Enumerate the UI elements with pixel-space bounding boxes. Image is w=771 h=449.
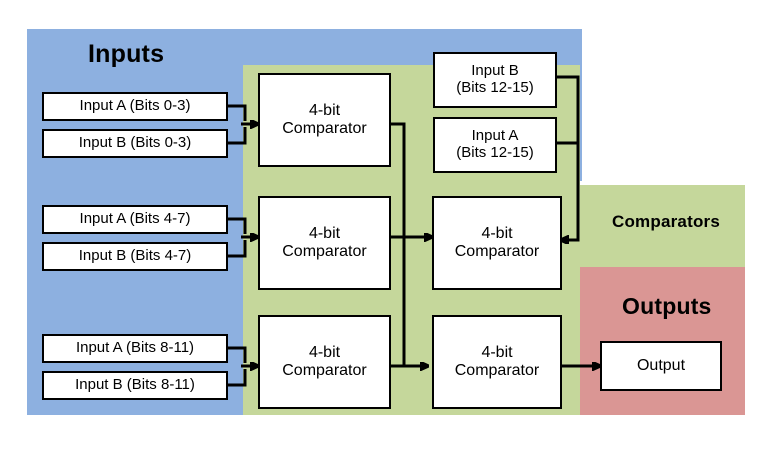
output-box[interactable]: Output bbox=[600, 341, 722, 391]
comparator-box-2[interactable]: 4-bit Comparator bbox=[258, 196, 391, 290]
region-label-comparators: Comparators bbox=[612, 212, 721, 231]
comparator-label-line1: 4-bit bbox=[308, 344, 341, 362]
comparator-box-1[interactable]: 4-bit Comparator bbox=[258, 73, 391, 167]
comparator-label-line1: 4-bit bbox=[308, 102, 341, 120]
region-comparators-label-panel bbox=[580, 185, 745, 267]
comparator-label-line1: 4-bit bbox=[481, 225, 513, 243]
input-box-b-8-11[interactable]: Input B (Bits 8-11) bbox=[42, 371, 228, 400]
input-box-a-4-7[interactable]: Input A (Bits 4-7) bbox=[42, 205, 228, 234]
region-label-inputs: Inputs bbox=[88, 40, 165, 68]
input-box-a-8-11[interactable]: Input A (Bits 8-11) bbox=[42, 334, 228, 363]
comparator-box-3[interactable]: 4-bit Comparator bbox=[258, 315, 391, 409]
input-box-a-0-3[interactable]: Input A (Bits 0-3) bbox=[42, 92, 228, 121]
region-label-outputs: Outputs bbox=[622, 293, 712, 319]
input-box-b-12-15[interactable]: Input B (Bits 12-15) bbox=[433, 52, 557, 108]
input-box-label-line2: (Bits 12-15) bbox=[456, 144, 534, 161]
input-box-label: Input B (Bits 4-7) bbox=[78, 247, 192, 265]
input-box-label: Input B (Bits 8-11) bbox=[75, 376, 195, 394]
comparator-box-4[interactable]: 4-bit Comparator bbox=[432, 196, 562, 290]
input-box-label: Input B (Bits 0-3) bbox=[78, 134, 192, 152]
input-box-label-line2: (Bits 12-15) bbox=[456, 79, 534, 96]
comparator-box-5[interactable]: 4-bit Comparator bbox=[432, 315, 562, 409]
comparator-label-line2: Comparator bbox=[282, 243, 367, 260]
input-box-a-12-15[interactable]: Input A (Bits 12-15) bbox=[433, 117, 557, 173]
output-box-label: Output bbox=[636, 357, 686, 375]
input-box-label-line1: Input B bbox=[471, 62, 519, 80]
comparator-label-line2: Comparator bbox=[282, 362, 367, 379]
comparator-label-line1: 4-bit bbox=[308, 225, 341, 243]
input-box-label-line1: Input A bbox=[471, 127, 519, 145]
comparator-label-line2: Comparator bbox=[454, 362, 540, 379]
input-box-label: Input A (Bits 0-3) bbox=[79, 97, 191, 115]
comparator-label-line1: 4-bit bbox=[481, 344, 513, 362]
input-box-b-0-3[interactable]: Input B (Bits 0-3) bbox=[42, 129, 228, 158]
comparator-label-line2: Comparator bbox=[282, 120, 367, 137]
input-box-label: Input A (Bits 4-7) bbox=[79, 210, 191, 228]
input-box-b-4-7[interactable]: Input B (Bits 4-7) bbox=[42, 242, 228, 271]
input-box-label: Input A (Bits 8-11) bbox=[75, 339, 195, 357]
comparator-label-line2: Comparator bbox=[454, 243, 540, 260]
